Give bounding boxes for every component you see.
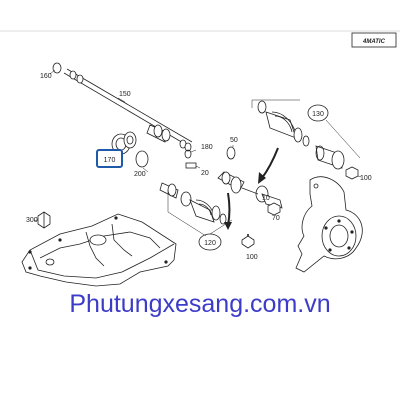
part-axle-housing[interactable]: [21, 213, 177, 287]
assembly-arrow-right: [258, 147, 279, 184]
part-100-bolt-bottom[interactable]: [241, 234, 255, 249]
callout-160: 160: [40, 73, 52, 80]
callout-200: 200: [134, 171, 146, 178]
callout-50: 50: [230, 137, 238, 144]
callout-180: 180: [201, 144, 213, 151]
brand-badge-label: 4MATIC: [362, 39, 386, 45]
callout-20: 20: [201, 170, 209, 177]
callout-130: 130: [312, 111, 324, 118]
callout-120-badge[interactable]: 120: [198, 233, 222, 251]
part-100-axle-nut-right[interactable]: [345, 166, 359, 180]
callout-70: 70: [272, 215, 280, 222]
part-160-circlip[interactable]: [52, 62, 62, 74]
part-steering-knuckle[interactable]: [295, 176, 363, 273]
part-20-bolt[interactable]: [185, 162, 197, 169]
callout-150: 150: [119, 91, 131, 98]
callout-120: 120: [204, 240, 216, 247]
part-10-hub-nut[interactable]: [267, 202, 281, 216]
part-300-drain-plug[interactable]: [37, 211, 51, 229]
part-150-drive-shaft[interactable]: [63, 68, 193, 152]
part-200-snap-ring[interactable]: [135, 150, 149, 168]
callout-170: 170: [104, 157, 116, 164]
callout-130-badge[interactable]: 130: [307, 104, 329, 122]
callout-300: 300: [26, 217, 38, 224]
callout-10: 10: [262, 195, 270, 202]
brand-badge: 4MATIC: [351, 32, 397, 48]
part-50-circlip[interactable]: [226, 146, 236, 160]
callout-100-bottom: 100: [246, 254, 258, 261]
part-wheel-side-joint[interactable]: [315, 145, 345, 170]
part-outer-cv-joint[interactable]: [217, 171, 283, 209]
part-inner-cv-boot[interactable]: [159, 182, 227, 225]
callout-170-highlight[interactable]: 170: [96, 149, 123, 168]
part-130-boot-kit[interactable]: [251, 99, 310, 147]
callout-100-right: 100: [360, 175, 372, 182]
watermark-text: Phutungxesang.com.vn: [69, 290, 330, 318]
part-180-ring[interactable]: [184, 149, 192, 159]
